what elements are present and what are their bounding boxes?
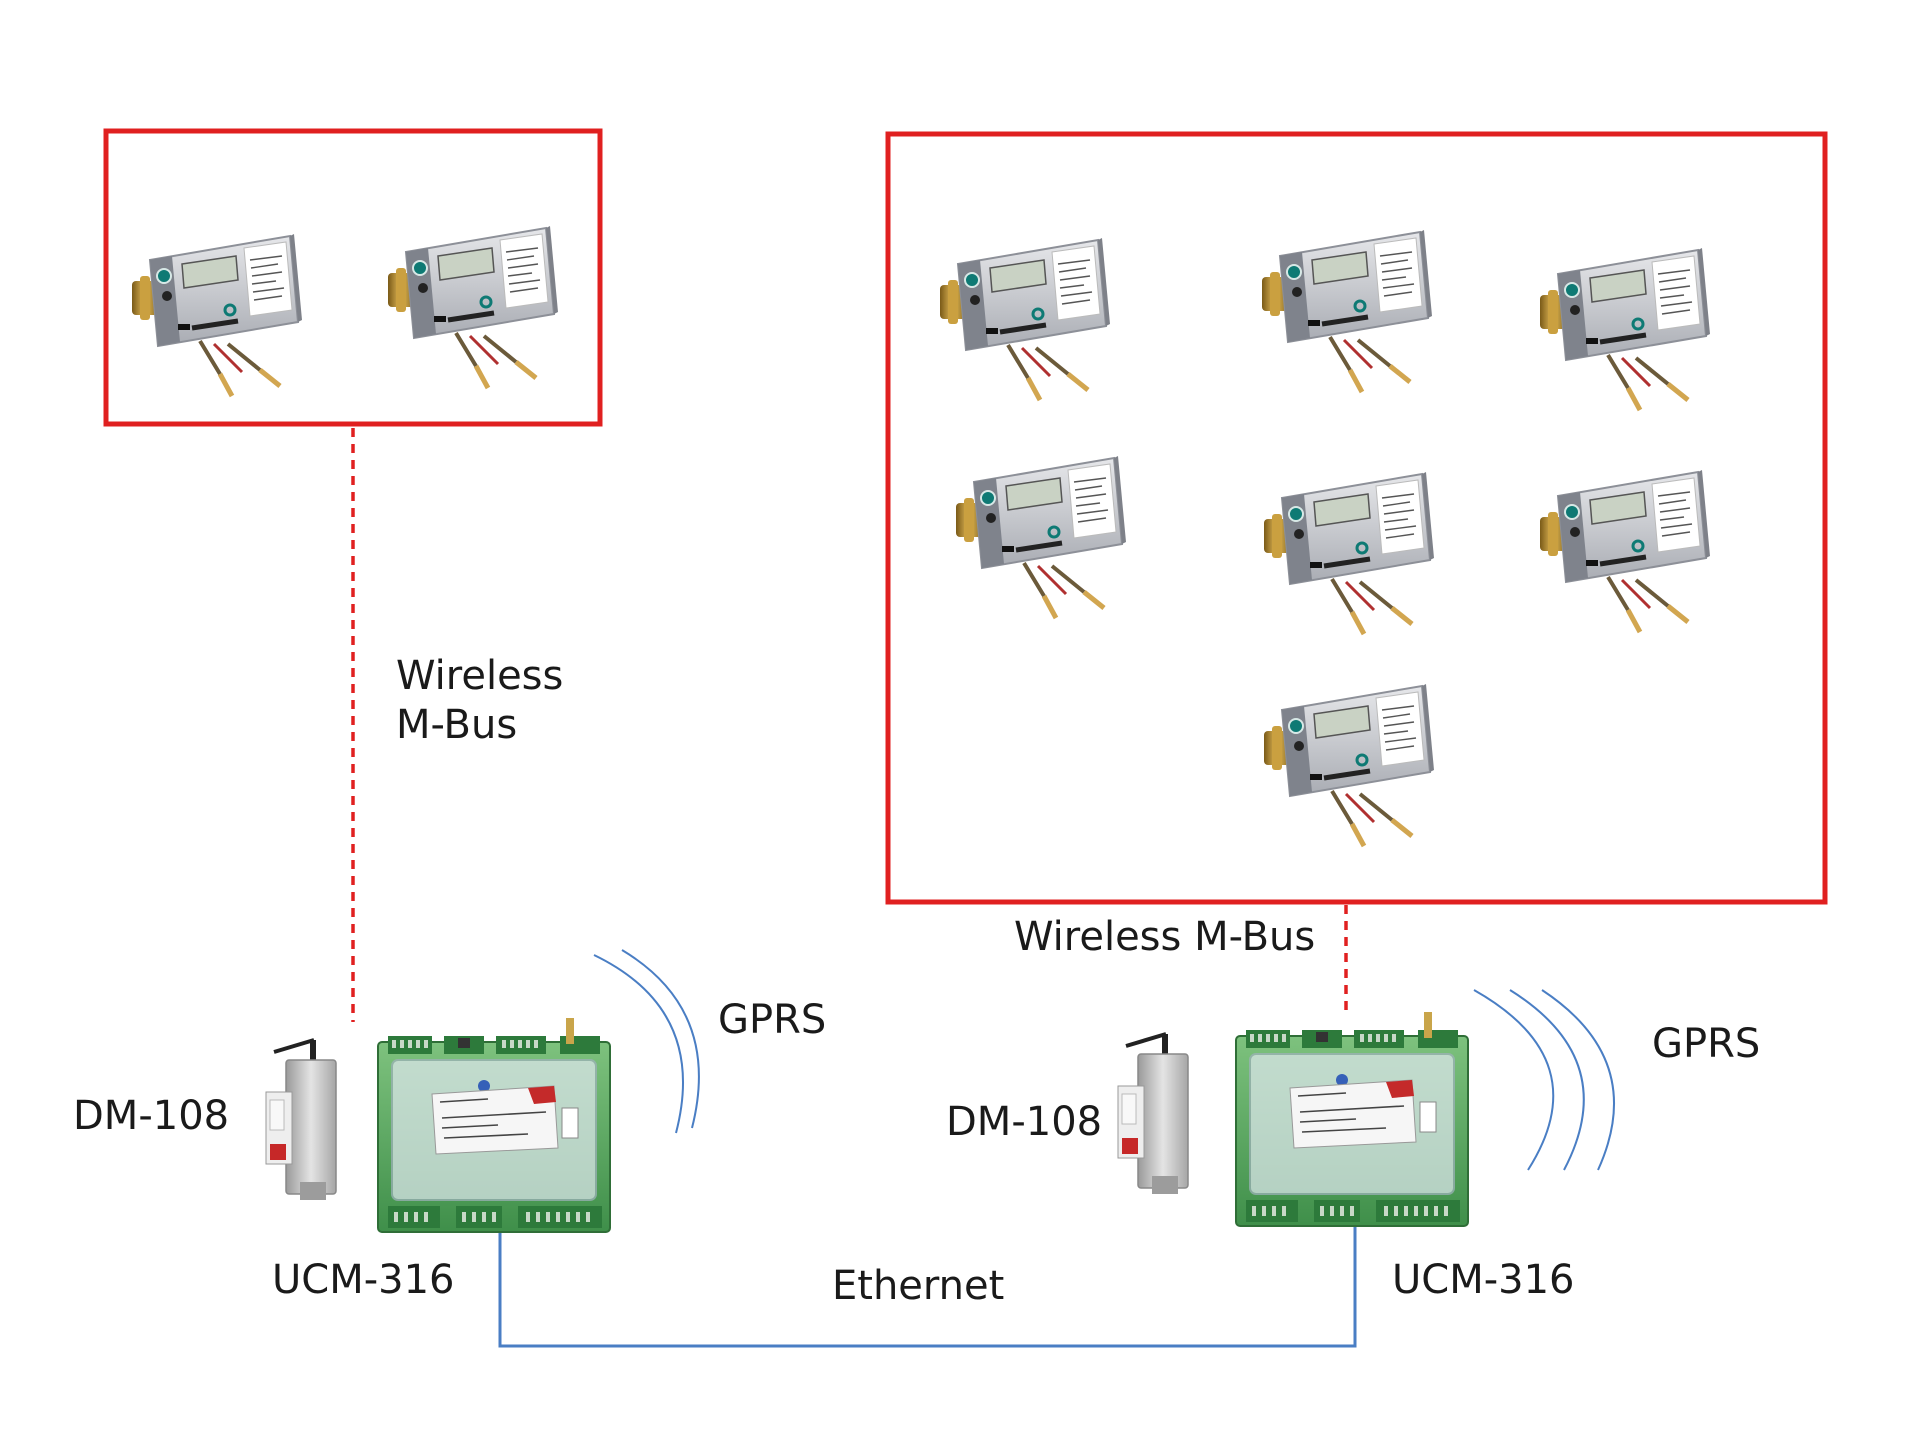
heat-meter [1262, 230, 1432, 392]
heat-meter [1540, 470, 1710, 632]
dm-108-label-left: DM-108 [73, 1093, 230, 1139]
heat-meter [956, 456, 1126, 618]
wireless-mbus-label-right: Wireless M-Bus [1014, 914, 1316, 960]
dm-108-label-right: DM-108 [946, 1099, 1103, 1145]
gprs-label-right: GPRS [1652, 1021, 1761, 1067]
heat-meter [388, 226, 558, 388]
heat-meter [1264, 472, 1434, 634]
gprs-label-left: GPRS [718, 997, 827, 1043]
heat-meter [132, 234, 302, 396]
ethernet-label: Ethernet [832, 1263, 1005, 1309]
meter-group-right [885, 131, 1828, 905]
dm-108-module-left [264, 1038, 338, 1202]
wireless-mbus-label-left-line2: M-Bus [396, 701, 518, 748]
heat-meter [1540, 248, 1710, 410]
meter-group-left [103, 128, 603, 427]
ucm-316-label-left: UCM-316 [272, 1257, 455, 1303]
ucm-316-label-right: UCM-316 [1392, 1257, 1575, 1303]
ucm-316-controller-right [1235, 1011, 1469, 1227]
gprs-signal-icon-left [593, 949, 700, 1134]
wireless-mbus-label-left: Wireless M-Bus [396, 652, 616, 750]
gprs-signal-icon-right [1473, 989, 1616, 1171]
ethernet-link [498, 1223, 1357, 1348]
heat-meter [1264, 684, 1434, 846]
heat-meter [940, 238, 1110, 400]
dm-108-module-right [1116, 1032, 1190, 1196]
wireless-mbus-label-left-line1: Wireless [396, 653, 564, 699]
ucm-316-controller-left [377, 1017, 611, 1233]
